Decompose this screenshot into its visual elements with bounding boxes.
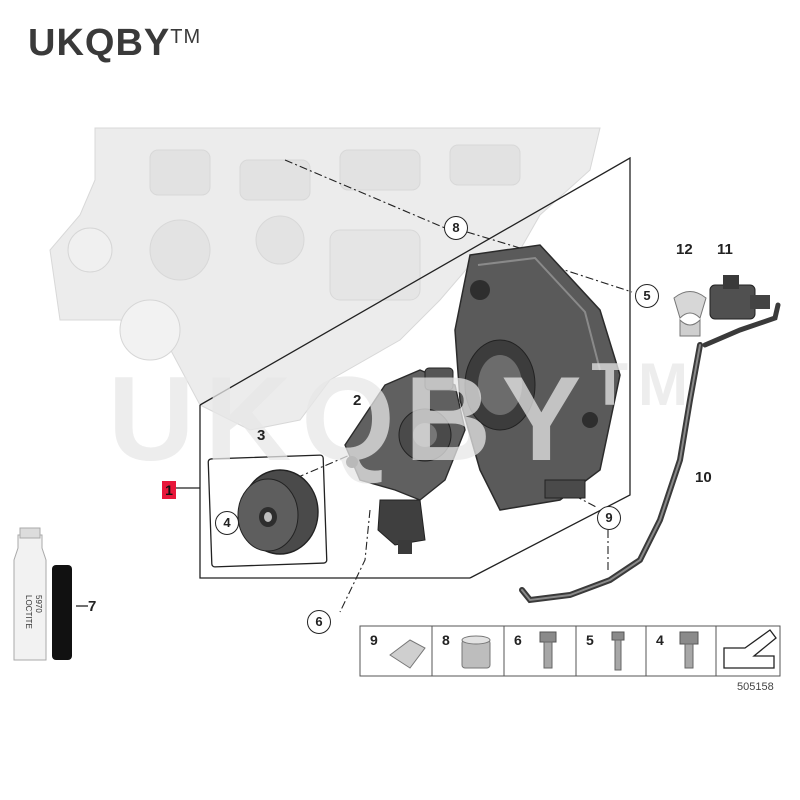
label-part-7: 7 xyxy=(88,598,97,615)
callout-part-9: 9 xyxy=(597,506,621,530)
callout-part-8: 8 xyxy=(444,216,468,240)
thermostat-housing xyxy=(454,244,621,511)
hose-clip xyxy=(673,291,707,337)
callout-part-5: 5 xyxy=(635,284,659,308)
diagram-id: 505158 xyxy=(737,681,774,693)
label-part-2: 2 xyxy=(353,392,362,409)
assembly-bracket-lines xyxy=(176,156,631,579)
table-label-5: 4 xyxy=(656,632,664,648)
tube-label-1: LOCTITE xyxy=(24,595,33,629)
callout-part-6: 6 xyxy=(307,610,331,634)
label-part-12: 12 xyxy=(676,241,693,258)
water-pump xyxy=(344,367,466,554)
table-label-4: 5 xyxy=(586,632,594,648)
table-label-2: 8 xyxy=(442,632,450,648)
callout-part-4: 4 xyxy=(215,511,239,535)
watermark: UKQBYTM xyxy=(108,351,698,486)
tube-label-2: 5970 xyxy=(34,595,43,613)
fastener-table xyxy=(359,625,781,677)
table-label-1: 9 xyxy=(370,632,378,648)
table-label-3: 6 xyxy=(514,632,522,648)
label-part-1: 1 xyxy=(162,481,176,499)
label-part-10: 10 xyxy=(695,469,712,486)
coolant-hose xyxy=(519,302,781,604)
pulley xyxy=(237,469,319,555)
engine-block-ghost xyxy=(49,127,601,431)
label-part-3: 3 xyxy=(257,427,266,444)
sealant-tube: LOCTITE 5970 xyxy=(13,527,88,661)
label-part-11: 11 xyxy=(717,241,733,258)
temperature-sensor xyxy=(709,275,770,320)
brand-logo: UKQBYTM xyxy=(28,22,202,64)
